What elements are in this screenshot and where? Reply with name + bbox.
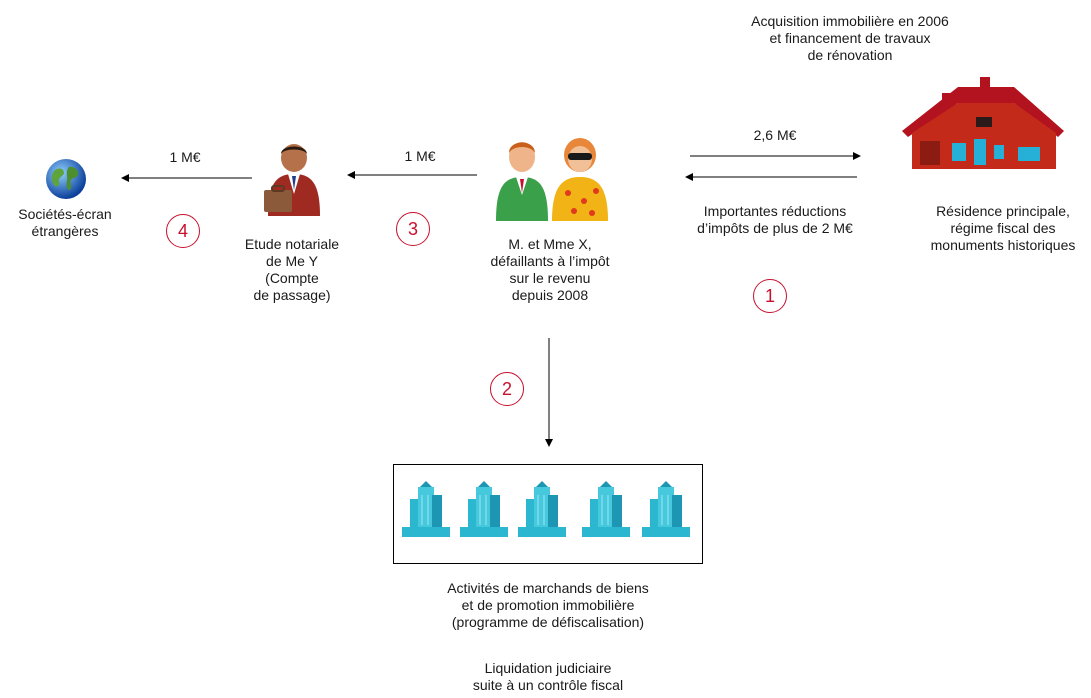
acquisition-note: Acquisition immobilière en 2006 et finan… (751, 13, 949, 63)
couple-icon (488, 135, 612, 226)
notary-person-icon (258, 138, 330, 221)
step-3-badge: 3 (396, 212, 430, 246)
flow-label-to-residence: 2,6 M€ (753, 127, 797, 143)
globe-icon (42, 155, 90, 208)
step-1-badge: 1 (753, 279, 787, 313)
building-icon (459, 480, 509, 538)
node-notary-label: Etude notariale de Me Y (Compte de passa… (244, 236, 340, 303)
house-icon (898, 73, 1070, 178)
building-icon (581, 480, 631, 538)
flow-label-to-offshore: 1 M€ (169, 149, 201, 165)
node-liquidation-label: Liquidation judiciaire suite à un contrô… (472, 660, 624, 693)
building-icon (517, 480, 567, 538)
node-offshore-label: Sociétés-écran étrangères (18, 206, 112, 239)
buildings-row (402, 480, 691, 538)
building-icon (402, 481, 450, 537)
step-2-badge: 2 (490, 372, 524, 406)
node-couple-label: M. et Mme X, défaillants à l’impôt sur l… (490, 236, 610, 303)
step-4-badge: 4 (166, 214, 200, 248)
node-residence-label: Résidence principale, régime fiscal des … (930, 203, 1076, 253)
building-icon (641, 480, 691, 538)
flow-label-to-notary: 1 M€ (404, 148, 436, 164)
node-activities-label: Activités de marchands de biens et de pr… (447, 580, 649, 630)
buildings-box (393, 464, 703, 564)
flow-label-reductions: Importantes réductions d’impôts de plus … (697, 203, 853, 236)
